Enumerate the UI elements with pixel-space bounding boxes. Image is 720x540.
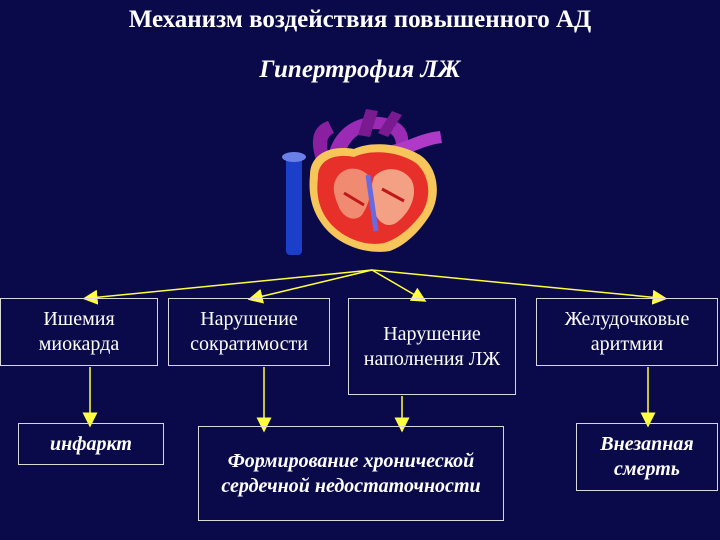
page-subtitle: Гипертрофия ЛЖ: [259, 56, 461, 83]
consequence-box-filling: Нарушение наполнения ЛЖ: [348, 298, 516, 395]
outcome-box-sudden-death: Внезапная смерть: [576, 423, 718, 491]
arrow-to-ischemia: [82, 269, 373, 305]
consequence-box-arrhythmia: Желудочковые аритмии: [536, 298, 718, 366]
heart-anatomy-icon: [282, 109, 442, 255]
consequence-box-ischemia: Ишемия миокарда: [0, 298, 158, 366]
arrow-to-arrhythmia: [371, 269, 668, 305]
arrow-to-contractility: [247, 269, 373, 304]
outcome-box-infarct: инфаркт: [18, 423, 164, 465]
consequence-box-contractility: Нарушение сократимости: [168, 298, 330, 366]
outcome-box-chf: Формирование хронической сердечной недос…: [198, 426, 504, 521]
arrow-to-filling: [371, 269, 427, 302]
page-title: Механизм воздействия повышенного АД: [128, 6, 592, 33]
